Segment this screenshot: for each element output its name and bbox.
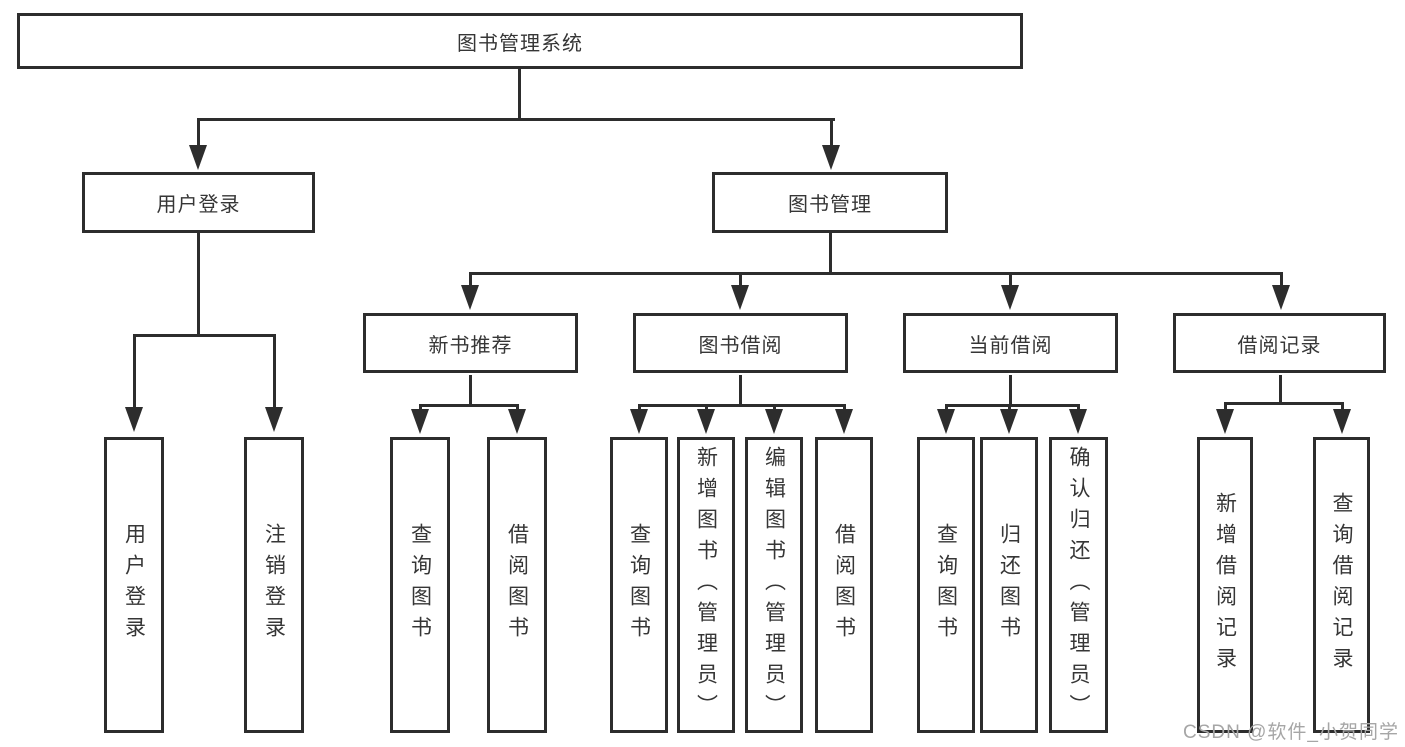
- arrow-down-icon: [765, 409, 783, 434]
- tree-connector-line: [738, 375, 742, 407]
- tree-connector-line: [828, 233, 832, 275]
- tree-connector-line: [1278, 375, 1282, 405]
- arrow-down-icon: [411, 409, 429, 434]
- node-leaf-add-books-admin: 新增图书（管理员）: [677, 437, 735, 733]
- tree-connector-line: [196, 233, 200, 337]
- arrow-down-icon: [1333, 409, 1351, 434]
- arrow-down-icon: [731, 285, 749, 310]
- csdn-watermark: CSDN @软件_小贺同学: [1183, 722, 1399, 743]
- node-label: 借阅记录: [1237, 334, 1322, 357]
- node-label: 注销登录: [262, 523, 286, 647]
- node-label: 图书借阅: [698, 334, 783, 357]
- node-new-book-recommend: 新书推荐: [363, 313, 578, 373]
- node-label: 新增图书（管理员）: [694, 445, 718, 725]
- node-label: 确认归还（管理员）: [1067, 445, 1090, 725]
- tree-connector-line: [132, 334, 276, 337]
- arrow-down-icon: [1272, 285, 1290, 310]
- node-label: 查询借阅记录: [1330, 492, 1353, 678]
- arrow-down-icon: [1216, 409, 1234, 434]
- node-label: 新增借阅记录: [1213, 492, 1237, 678]
- tree-connector-line: [944, 404, 1080, 407]
- tree-connector-line: [196, 118, 835, 121]
- node-leaf-return-books: 归还图书: [980, 437, 1038, 733]
- tree-connector-line: [1223, 402, 1344, 405]
- node-leaf-confirm-return-admin: 确认归还（管理员）: [1049, 437, 1108, 733]
- tree-connector-line: [518, 69, 521, 121]
- node-leaf-query-books-current: 查询图书: [917, 437, 975, 733]
- arrow-down-icon: [461, 285, 479, 310]
- tree-connector-line: [1008, 275, 1012, 290]
- node-user-login: 用户登录: [82, 172, 315, 233]
- node-label: 查询图书: [934, 523, 958, 647]
- node-leaf-query-borrow-record: 查询借阅记录: [1313, 437, 1370, 733]
- node-label: 编辑图书（管理员）: [762, 445, 786, 725]
- node-library-management-system: 图书管理系统: [17, 13, 1023, 69]
- arrow-down-icon: [937, 409, 955, 434]
- node-book-borrowing: 图书借阅: [633, 313, 848, 373]
- node-leaf-user-login: 用户登录: [104, 437, 164, 733]
- arrow-down-icon: [835, 409, 853, 434]
- arrow-down-icon: [822, 145, 840, 170]
- node-current-borrowing: 当前借阅: [903, 313, 1118, 373]
- node-leaf-logout: 注销登录: [244, 437, 304, 733]
- node-leaf-borrow-books-recommend: 借阅图书: [487, 437, 547, 733]
- node-label: 借阅图书: [505, 523, 529, 647]
- node-label: 查询图书: [408, 523, 432, 647]
- node-label: 新书推荐: [428, 334, 513, 357]
- node-leaf-add-borrow-record: 新增借阅记录: [1197, 437, 1253, 733]
- arrow-down-icon: [1069, 409, 1087, 434]
- arrow-down-icon: [697, 409, 715, 434]
- node-leaf-edit-books-admin: 编辑图书（管理员）: [745, 437, 803, 733]
- arrow-down-icon: [189, 145, 207, 170]
- tree-connector-line: [1279, 275, 1283, 290]
- node-book-management: 图书管理: [712, 172, 948, 233]
- tree-connector-line: [468, 375, 472, 407]
- tree-connector-line: [829, 121, 833, 150]
- arrow-down-icon: [1001, 285, 1019, 310]
- node-leaf-query-books-recommend: 查询图书: [390, 437, 450, 733]
- arrow-down-icon: [1000, 409, 1018, 434]
- node-label: 查询图书: [627, 523, 651, 647]
- tree-connector-line: [132, 337, 136, 412]
- node-label: 图书管理: [788, 194, 872, 216]
- node-label: 借阅图书: [832, 523, 856, 647]
- tree-connector-line: [637, 404, 846, 407]
- tree-connector-line: [468, 272, 1283, 275]
- node-leaf-query-books-borrowing: 查询图书: [610, 437, 668, 733]
- node-label: 用户登录: [122, 523, 146, 647]
- tree-connector-line: [196, 121, 200, 150]
- arrow-down-icon: [125, 407, 143, 432]
- arrow-down-icon: [630, 409, 648, 434]
- node-label: 归还图书: [997, 523, 1021, 647]
- tree-connector-line: [1008, 375, 1012, 407]
- tree-connector-line: [418, 404, 519, 407]
- arrow-down-icon: [508, 409, 526, 434]
- node-label: 用户登录: [156, 194, 241, 216]
- tree-connector-line: [468, 275, 472, 290]
- tree-connector-line: [738, 275, 742, 290]
- tree-connector-line: [272, 337, 276, 412]
- node-borrowing-records: 借阅记录: [1173, 313, 1386, 373]
- node-leaf-borrow-books: 借阅图书: [815, 437, 873, 733]
- arrow-down-icon: [265, 407, 283, 432]
- node-label: 当前借阅: [968, 334, 1053, 357]
- node-label: 图书管理系统: [457, 32, 583, 55]
